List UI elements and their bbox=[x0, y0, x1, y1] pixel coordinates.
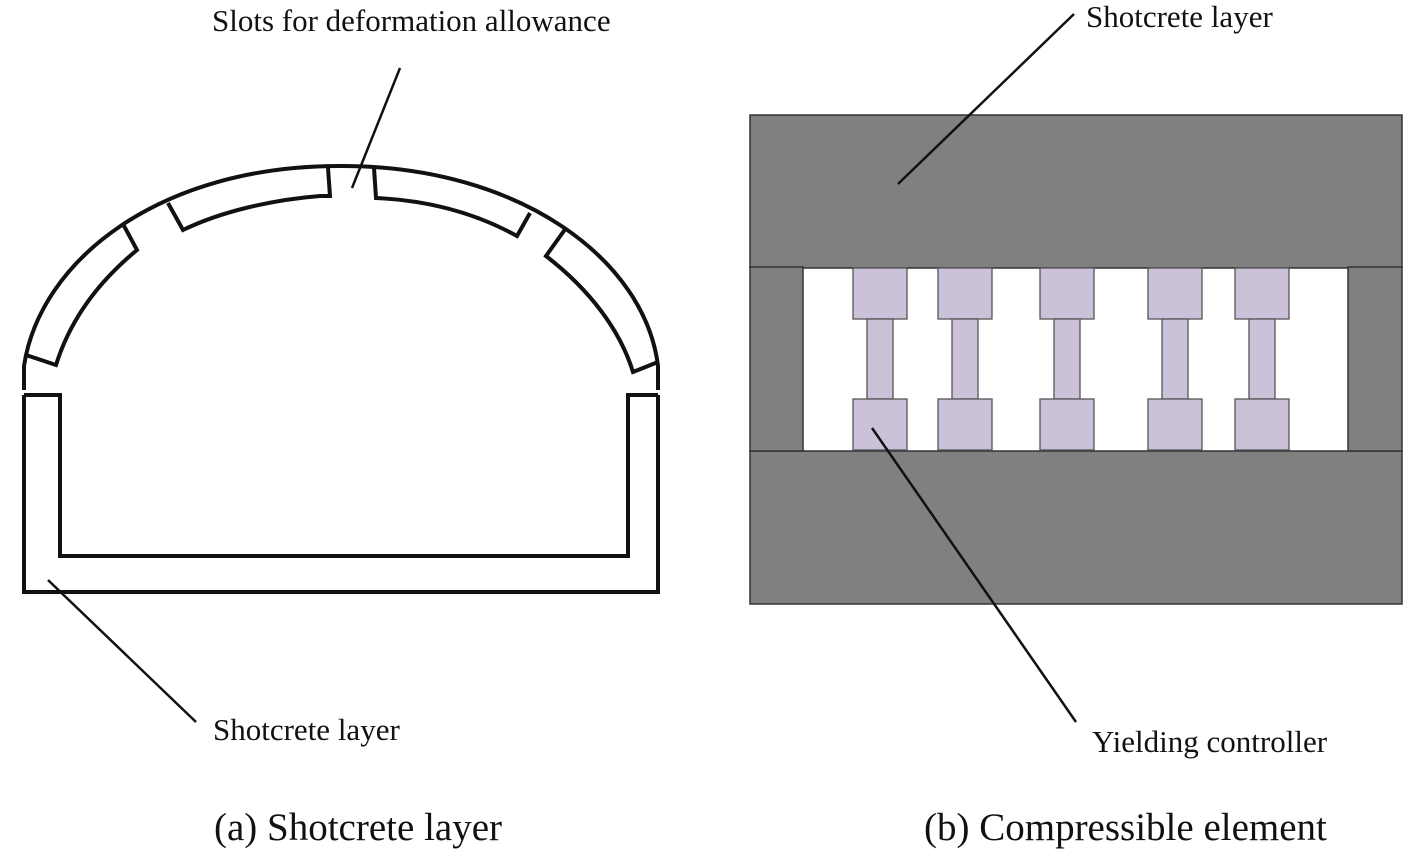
yielding-controller bbox=[852, 267, 908, 451]
controller-shaft bbox=[1161, 318, 1189, 400]
yielding-controllers bbox=[852, 267, 1290, 451]
bottom-shotcrete-block bbox=[749, 450, 1403, 605]
yielding-controller bbox=[1234, 267, 1290, 451]
controller-top-pad bbox=[1234, 267, 1290, 320]
right-side-block bbox=[1347, 266, 1403, 452]
controller-shaft bbox=[1248, 318, 1276, 400]
yielding-controller bbox=[1147, 267, 1203, 451]
arch-segment-2 bbox=[166, 167, 333, 233]
controller-shaft bbox=[951, 318, 979, 400]
left-side-block bbox=[749, 266, 804, 452]
controller-leader-line bbox=[870, 427, 1078, 723]
panel-b bbox=[749, 114, 1403, 605]
arch-segment-4 bbox=[543, 226, 659, 375]
controller-top-pad bbox=[937, 267, 993, 320]
arch-outer-edge bbox=[22, 163, 660, 390]
controller-bottom-pad bbox=[852, 398, 908, 451]
controller-bottom-pad bbox=[1039, 398, 1095, 451]
invert-inner-edge bbox=[24, 393, 658, 558]
slot-leader-line bbox=[350, 67, 402, 189]
controller-shaft bbox=[1053, 318, 1081, 400]
shotcrete-b-label: Shotcrete layer bbox=[1086, 0, 1273, 34]
caption-a: (a) Shotcrete layer bbox=[214, 806, 502, 849]
invert-outer-edge bbox=[22, 395, 660, 594]
controller-top-pad bbox=[852, 267, 908, 320]
shotcrete-a-label: Shotcrete layer bbox=[213, 712, 400, 747]
controller-bottom-pad bbox=[937, 398, 993, 451]
arch-segment-3 bbox=[372, 167, 532, 239]
panel-a bbox=[22, 163, 660, 594]
top-shotcrete-block bbox=[749, 114, 1403, 269]
controller-shaft bbox=[866, 318, 894, 400]
controller-label: Yielding controller bbox=[1092, 724, 1328, 759]
yielding-controller bbox=[937, 267, 993, 451]
shotcrete-b-leader-line bbox=[897, 13, 1075, 185]
controller-top-pad bbox=[1147, 267, 1203, 320]
shotcrete-a-leader-line bbox=[47, 579, 197, 723]
arch-segment-1 bbox=[25, 223, 140, 368]
controller-bottom-pad bbox=[1147, 398, 1203, 451]
caption-b: (b) Compressible element bbox=[924, 806, 1327, 849]
yielding-controller bbox=[1039, 267, 1095, 451]
controller-top-pad bbox=[1039, 267, 1095, 320]
slots-label: Slots for deformation allowance bbox=[212, 3, 611, 38]
controller-bottom-pad bbox=[1234, 398, 1290, 451]
